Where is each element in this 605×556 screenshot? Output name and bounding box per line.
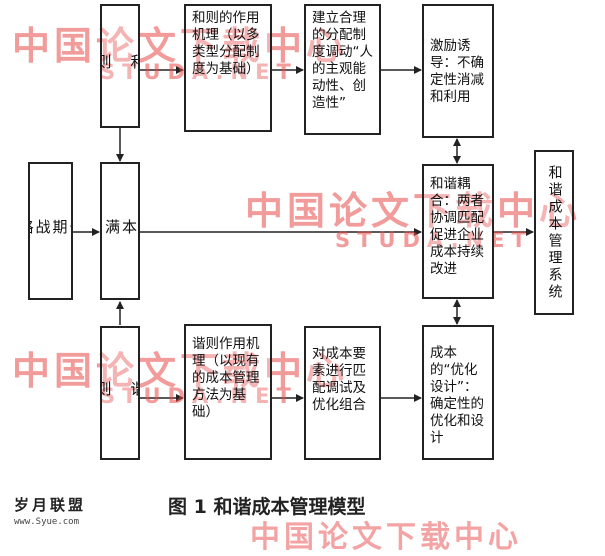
- logo-text: 岁月联盟: [14, 496, 87, 514]
- cost-satisfaction-label: 成 本 满 意: [100, 218, 140, 244]
- harmony-mechanism-box: 和则的作用机理（以多类型分配制度为基础）: [184, 4, 272, 132]
- harmony-mechanism-label: 和则的作用机理（以多类型分配制度为基础）: [192, 10, 260, 77]
- element-match-box: 对成本要素进行匹配调试及优化组合: [304, 326, 381, 460]
- incentive-label: 激励诱导：不确定性消减和利用: [430, 38, 484, 105]
- site-logo: 岁月联盟 www.Syue.com: [14, 494, 124, 528]
- xie-mechanism-label: 谐则作用机理（以现有的成本管理方法为基础）: [192, 336, 260, 420]
- harmony-system-label: 和谐成本管理系统: [546, 164, 563, 301]
- cost-satisfaction-box: 成 本 满 意: [100, 162, 140, 300]
- xie-mechanism-box: 谐则作用机理（以现有的成本管理方法为基础）: [184, 324, 272, 460]
- distribution-system-box: 建立合理的分配制度调动“人的主观能动性、创造性”: [304, 4, 381, 135]
- harmony-principle-box: 和 则: [100, 4, 140, 128]
- xie-principle-label: 谐 则: [100, 380, 140, 406]
- xie-principle-box: 谐 则: [100, 326, 140, 460]
- long-term-strategy-label: 长 期 战 略: [28, 218, 73, 244]
- optimal-design-box: 成本的“优化设计”：确定性的优化和设计: [422, 325, 494, 460]
- figure-caption: 图 1 和谐成本管理模型: [168, 496, 366, 518]
- long-term-strategy-box: 长 期 战 略: [28, 162, 73, 300]
- diagram-canvas: 中国论文下载中心 STUDA.NET 中国论文下载中心 STUDA.NET 中国…: [12, 4, 577, 460]
- harmony-coupling-label: 和谐耦合：两者协调匹配促进企业成本持续改进: [430, 176, 484, 277]
- distribution-system-label: 建立合理的分配制度调动“人的主观能动性、创造性”: [312, 10, 373, 111]
- element-match-label: 对成本要素进行匹配调试及优化组合: [312, 346, 366, 413]
- watermark-cn-footer: 中国论文下载中心: [250, 520, 522, 555]
- harmony-principle-label: 和 则: [100, 53, 140, 79]
- logo-url: www.Syue.com: [14, 517, 80, 527]
- optimal-design-label: 成本的“优化设计”：确定性的优化和设计: [430, 345, 484, 446]
- incentive-box: 激励诱导：不确定性消减和利用: [422, 4, 494, 138]
- connector-layer: [73, 66, 534, 402]
- harmony-coupling-box: 和谐耦合：两者协调匹配促进企业成本持续改进: [422, 164, 494, 299]
- harmony-system-box: 和谐成本管理系统: [534, 150, 574, 315]
